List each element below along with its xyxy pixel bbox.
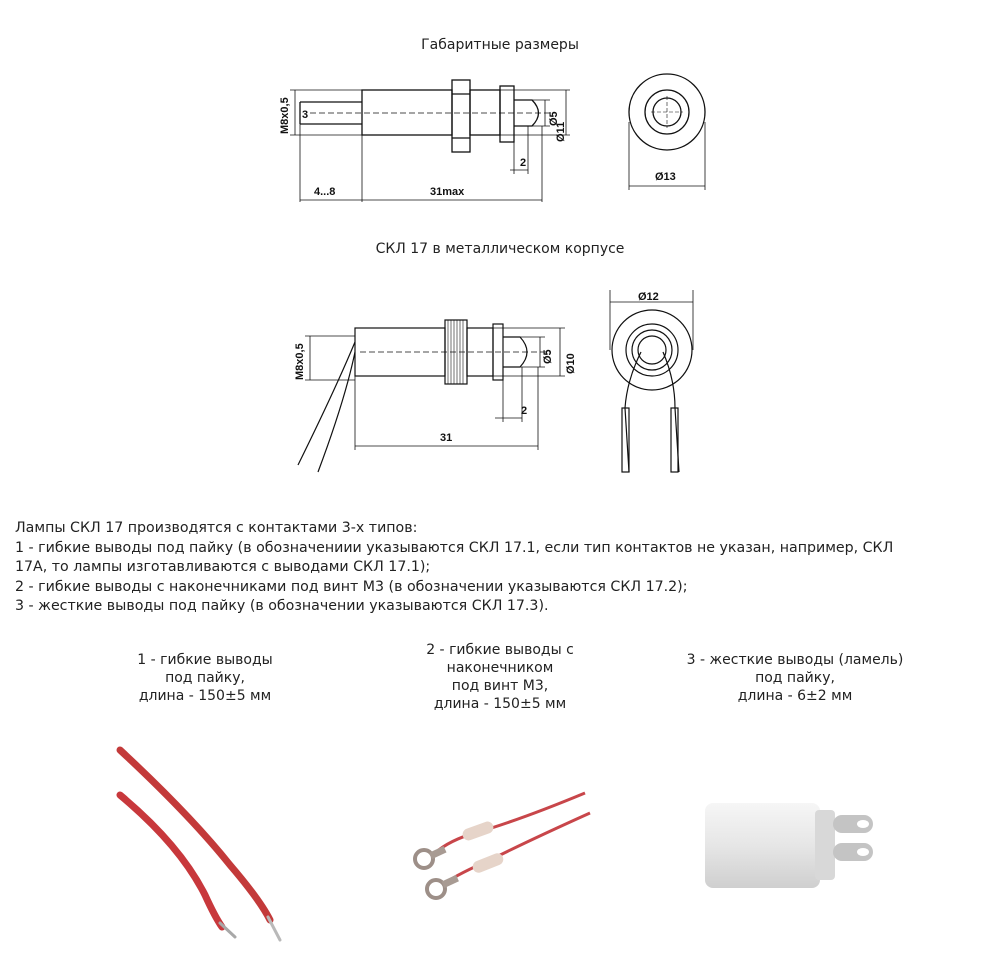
caption-line: наконечником — [446, 660, 554, 676]
dim-total-length-metal: 31 — [440, 432, 452, 444]
description-line: 1 - гибкие выводы под пайку (в обозначен… — [15, 539, 894, 556]
dim-pin: 3 — [302, 109, 308, 121]
caption-line: 2 - гибкие выводы с — [426, 642, 574, 658]
caption-line: длина - 6±2 мм — [737, 688, 853, 704]
contact-types-description: Лампы СКЛ 17 производятся с контактами 3… — [15, 519, 893, 617]
dim-diameter-small-metal: Ø5 — [542, 349, 554, 364]
section-title-dimensions: Габаритные размеры — [421, 37, 579, 53]
caption-line: 1 - гибкие выводы — [137, 652, 273, 668]
caption-line: под пайку, — [755, 670, 835, 686]
dim-lead-length: 4...8 — [314, 186, 335, 198]
photo-rigid-lugs — [705, 803, 873, 888]
drawing-side-view: М8х0,5 3 4...8 31max 2 Ø5 Ø11 — [279, 79, 570, 202]
dim-diameter-front: Ø13 — [655, 171, 676, 183]
photo-ring-terminal-wires — [413, 791, 591, 900]
description-line: Лампы СКЛ 17 производятся с контактами 3… — [15, 520, 418, 536]
description-line: 2 - гибкие выводы с наконечниками под ви… — [15, 578, 688, 595]
dim-diameter-mid-metal: Ø10 — [565, 353, 577, 374]
dim-diameter-front-metal: Ø12 — [638, 291, 659, 303]
section-title-metal-case: СКЛ 17 в металлическом корпусе — [375, 241, 625, 257]
type-3-caption: 3 - жесткие выводы (ламель) под пайку, д… — [660, 651, 930, 705]
type-2-caption: 2 - гибкие выводы с наконечником под вин… — [380, 641, 620, 713]
dim-cap: 2 — [520, 157, 526, 169]
description-line: 3 - жесткие выводы под пайку (в обозначе… — [15, 598, 549, 614]
drawing-metal-front-view: Ø12 — [609, 290, 694, 473]
dim-diameter-mid: Ø11 — [555, 122, 567, 142]
caption-line: длина - 150±5 мм — [138, 688, 272, 704]
photo-flexible-wires — [116, 746, 282, 942]
drawing-front-view: Ø13 — [628, 73, 706, 190]
caption-line: 3 - жесткие выводы (ламель) — [686, 652, 904, 668]
type-1-caption: 1 - гибкие выводы под пайку, длина - 150… — [90, 651, 320, 705]
dim-diameter-small: Ø5 — [548, 111, 560, 126]
dim-cap-metal: 2 — [521, 405, 527, 417]
caption-line: под винт М3, — [451, 678, 549, 694]
caption-line: длина - 150±5 мм — [433, 696, 567, 712]
dim-thread-metal: М8х0,5 — [294, 343, 306, 380]
dim-thread: М8х0,5 — [279, 97, 291, 134]
drawing-metal-side-view: М8х0,5 31 2 Ø5 Ø10 — [294, 319, 577, 473]
description-line: 17А, то лампы изготавливаются с выводами… — [15, 559, 431, 575]
caption-line: под пайку, — [165, 670, 245, 686]
dim-total-length: 31max — [430, 186, 465, 198]
